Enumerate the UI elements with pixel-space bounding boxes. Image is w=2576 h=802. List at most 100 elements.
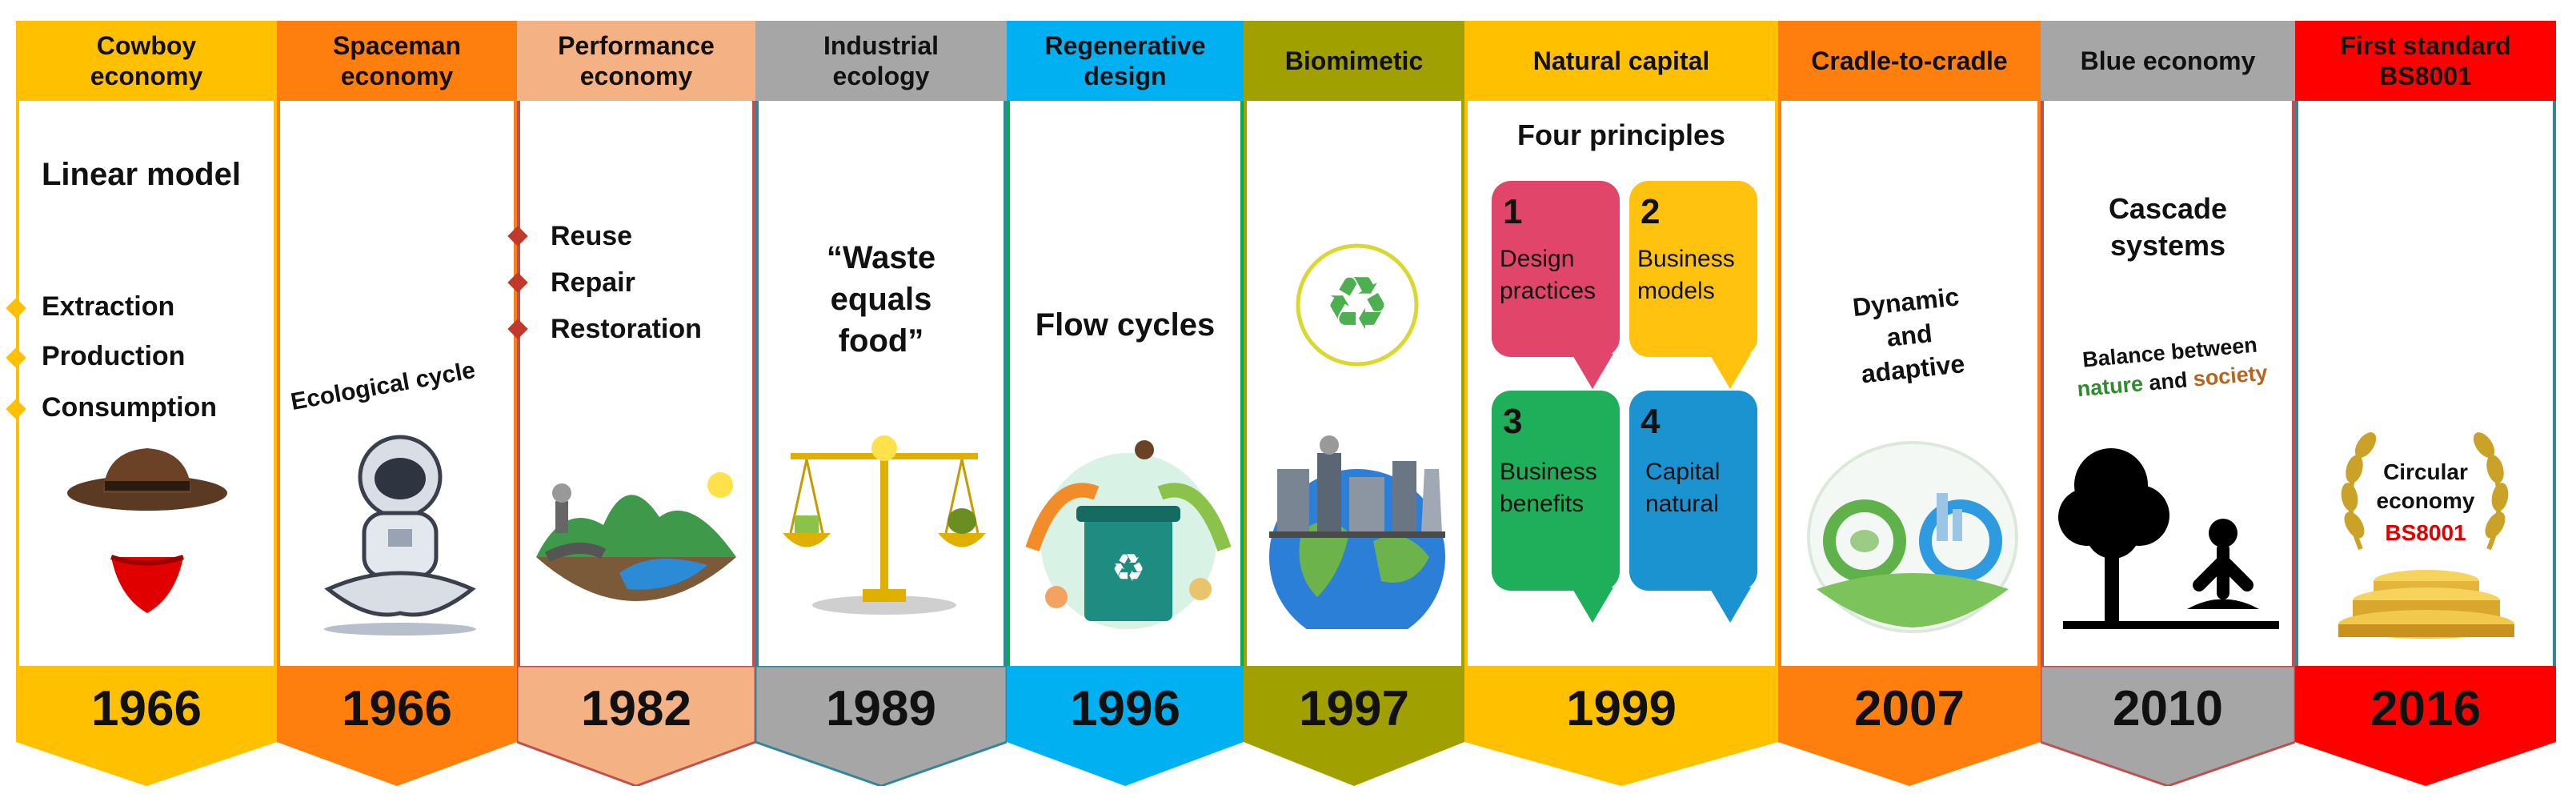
year-marker: 1997 (1244, 666, 1464, 786)
column-cradle: Cradle-to-cradle Dynamic and adaptive 20… (1778, 21, 2041, 789)
laurel-wreath-icon (2341, 432, 2509, 551)
cowboy-hat-icon (67, 448, 227, 613)
balance-scale-icon (783, 435, 986, 615)
year-label: 1989 (826, 681, 936, 736)
year-marker: 1966 (16, 666, 277, 786)
gold-podium-icon (2338, 570, 2514, 639)
principle-number: 2 (1641, 192, 1661, 231)
column-body: Flow cycles ♻ (1007, 101, 1244, 666)
list-item: Reuse (551, 221, 633, 251)
year-label: 1996 (1070, 681, 1180, 736)
principle-number: 3 (1503, 402, 1523, 441)
column-title: Regenerative design (1007, 21, 1244, 101)
year-label: 1966 (342, 681, 452, 736)
speech-tail (1709, 587, 1751, 623)
column-natural: Natural capital Four principles 1 Design… (1464, 21, 1778, 789)
principle-text: Design practices (1500, 246, 1596, 304)
year-marker: 2007 (1778, 666, 2041, 786)
column-title: Spaceman economy (277, 21, 517, 101)
year-marker: 2010 (2041, 666, 2295, 786)
year-label: 1966 (91, 681, 202, 736)
column-performance: Performance economy Reuse Repair Restora… (507, 21, 755, 789)
column-blue: Blue economy Cascade systems Balance bet… (2041, 21, 2295, 789)
column-spaceman: Spaceman economy Ecological cycle 1966 (277, 21, 517, 789)
column-industrial: Industrial ecology “Waste equals food” (755, 21, 1007, 789)
diamond-bullet-icon (6, 298, 26, 319)
column-title: Industrial ecology (755, 21, 1007, 101)
column-cowboy: Cowboy economy Linear model Extraction P… (6, 21, 277, 789)
year-label: 1997 (1299, 681, 1409, 736)
badge-line-circular: Circular (2383, 459, 2468, 484)
word-society: society (2192, 360, 2269, 391)
principle-card: 2 Business models (1629, 181, 1757, 389)
speech-tail (1709, 354, 1751, 389)
column-title: Cradle-to-cradle (1778, 21, 2041, 101)
column-regenerative: Regenerative design Flow cycles ♻ 1996 (1007, 21, 1244, 789)
list-item: Consumption (42, 392, 218, 423)
list-item: Repair (551, 267, 635, 298)
column-body: Circular economy BS8001 (2295, 101, 2556, 666)
principle-text: Business benefits (1500, 459, 1597, 517)
principle-card: 1 Design practices (1492, 181, 1620, 389)
year-marker: 1982 (517, 666, 755, 786)
four-principles-heading: Four principles (1516, 118, 1726, 151)
badge-line-economy: economy (2376, 488, 2475, 513)
year-marker: 1989 (755, 666, 1007, 786)
diamond-bullet-icon (6, 347, 26, 368)
year-marker: 1999 (1464, 666, 1778, 786)
badge-code: BS8001 (2385, 520, 2466, 545)
column-body: “Waste equals food” (755, 101, 1007, 666)
astronaut-icon (324, 435, 476, 636)
svg-text:♻: ♻ (1324, 261, 1390, 347)
year-label: 2010 (2113, 681, 2223, 736)
principle-card: 3 Business benefits (1492, 391, 1620, 623)
speech-tail (1572, 354, 1613, 389)
column-body: Cascade systems Balance between nature a… (2041, 101, 2295, 666)
year-marker: 1996 (1007, 666, 1244, 786)
column-title: Cowboy economy (16, 21, 277, 101)
recycle-symbol-icon: ♻ (1296, 243, 1419, 367)
year-label: 1982 (581, 681, 691, 736)
balance-caption: Balance between nature and society (2053, 327, 2289, 405)
flow-cycles-caption: Flow cycles (1035, 307, 1216, 343)
ecological-cycle-caption: Ecological cycle (288, 356, 478, 416)
column-body: Dynamic and adaptive (1778, 101, 2041, 666)
svg-text:♻: ♻ (1111, 546, 1145, 591)
column-biomimetic: Biomimetic ♻ 1997 (1244, 21, 1464, 789)
year-marker: 2016 (2295, 666, 2556, 786)
recycling-bin-icon: ♻ (1025, 440, 1232, 629)
cascade-systems-heading: Cascade systems (2108, 192, 2228, 262)
column-title: First standard BS8001 (2295, 21, 2556, 101)
linear-model-heading: Linear model (42, 157, 241, 192)
column-body: ♻ (1244, 101, 1464, 666)
dynamic-adaptive-caption: Dynamic and adaptive (1851, 282, 1966, 389)
word-nature: nature (2076, 371, 2145, 402)
year-label: 1999 (1566, 681, 1677, 736)
column-body: Four principles 1 Design practices 2 Bus… (1464, 101, 1778, 666)
year-marker: 1966 (277, 666, 517, 786)
principle-card: 4 Capital natural (1629, 391, 1757, 623)
landscape-globe-icon (536, 472, 736, 601)
principle-number: 1 (1503, 192, 1523, 231)
tree-person-icon (2058, 448, 2279, 629)
principle-number: 4 (1641, 402, 1661, 441)
column-body: Reuse Repair Restoration (507, 101, 755, 666)
column-title: Blue economy (2041, 21, 2295, 101)
list-item: Production (42, 341, 186, 371)
principle-text: Capital natural (1645, 459, 1721, 517)
year-label: 2016 (2370, 681, 2481, 736)
list-item: Extraction (42, 291, 175, 322)
column-title: Natural capital (1464, 21, 1778, 101)
column-title: Biomimetic (1244, 21, 1464, 101)
city-globe-icon (1269, 435, 1445, 629)
list-item: Restoration (551, 314, 702, 344)
speech-tail (1572, 587, 1613, 623)
diamond-bullet-icon (6, 399, 26, 419)
word-and: and (2148, 367, 2189, 395)
column-title: Performance economy (517, 21, 755, 101)
cycles-diagram-icon (1807, 441, 2018, 633)
principle-text: Business models (1637, 246, 1735, 304)
column-body: Ecological cycle (277, 101, 517, 666)
waste-equals-food-quote: “Waste equals food” (826, 240, 936, 359)
